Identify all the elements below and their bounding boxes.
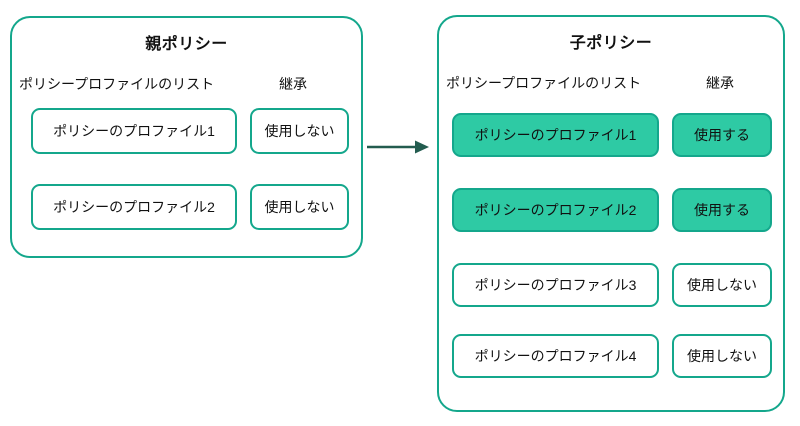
- parent-profile-2-node: ポリシーのプロファイル2: [31, 184, 237, 230]
- child-profile-2-node: ポリシーのプロファイル2: [452, 188, 659, 232]
- child-profile-4-inheritance-node: 使用しない: [672, 334, 772, 378]
- child-profile-2-inheritance-node: 使用する: [672, 188, 772, 232]
- child-policy-title: 子ポリシー: [569, 35, 653, 52]
- parent-policy-title: 親ポリシー: [145, 36, 228, 53]
- child-profile-3-inheritance-node: 使用しない: [672, 263, 772, 307]
- parent-profile-list-label: ポリシープロファイルのリスト: [19, 76, 215, 92]
- parent-profile-1-inheritance-node: 使用しない: [250, 108, 349, 154]
- child-profile-1-inheritance-node: 使用する: [672, 113, 772, 157]
- parent-inheritance-label: 継承: [279, 76, 307, 92]
- parent-profile-1-node: ポリシーのプロファイル1: [31, 108, 237, 154]
- parent-profile-2-inheritance-node: 使用しない: [250, 184, 349, 230]
- child-profile-3-node: ポリシーのプロファイル3: [452, 263, 659, 307]
- child-profile-1-node: ポリシーのプロファイル1: [452, 113, 659, 157]
- child-inheritance-label: 継承: [706, 75, 734, 91]
- child-policy-box: 子ポリシー ポリシープロファイルのリスト 継承 ポリシーのプロファイル1 使用す…: [437, 15, 785, 412]
- child-profile-list-label: ポリシープロファイルのリスト: [446, 75, 642, 91]
- parent-policy-box: 親ポリシー ポリシープロファイルのリスト 継承 ポリシーのプロファイル1 使用し…: [10, 16, 363, 258]
- child-profile-4-node: ポリシーのプロファイル4: [452, 334, 659, 378]
- inheritance-arrow-icon: [367, 140, 429, 154]
